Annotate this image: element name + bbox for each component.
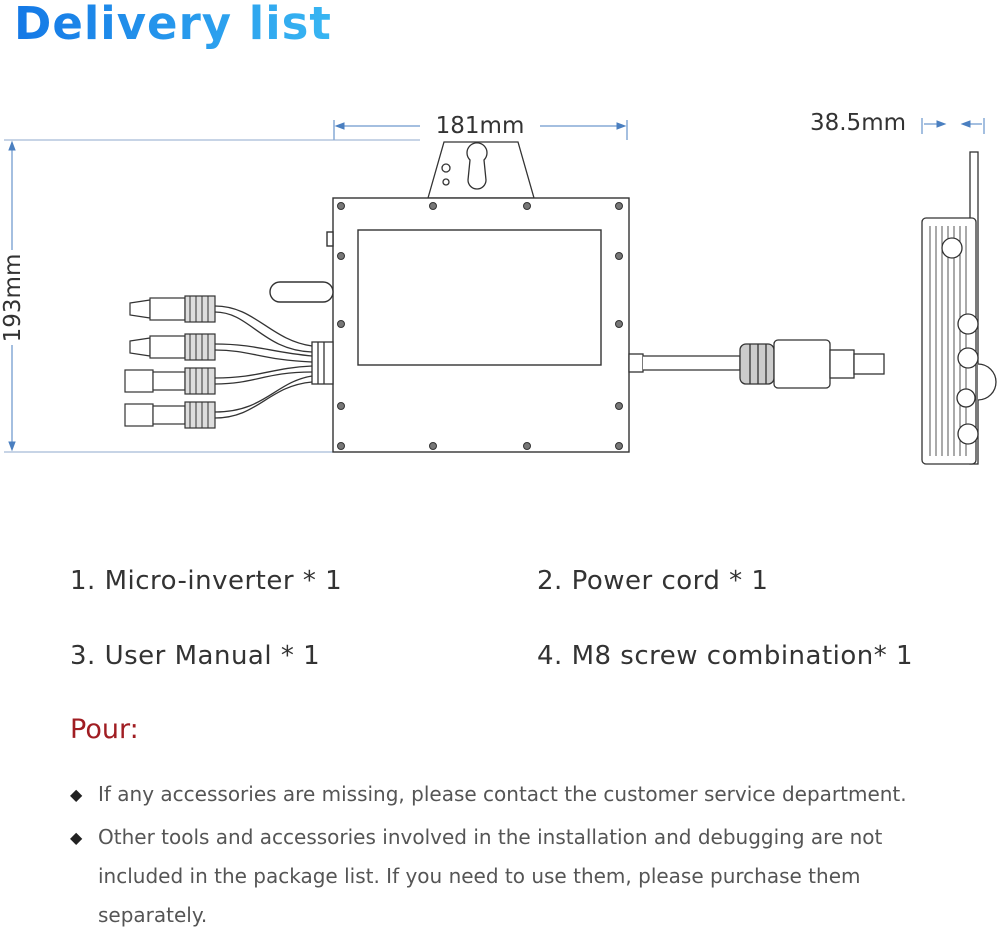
mounting-bracket bbox=[427, 141, 535, 199]
body-screws bbox=[337, 202, 623, 450]
note-text: Other tools and accessories involved in … bbox=[98, 825, 883, 927]
list-item-screw-combination: 4. M8 screw combination* 1 bbox=[537, 641, 914, 671]
ac-cable bbox=[628, 339, 885, 389]
connector-ribs bbox=[189, 296, 209, 428]
list-item-user-manual: 3. User Manual * 1 bbox=[70, 641, 321, 671]
height-dimension bbox=[4, 139, 420, 453]
diamond-bullet-icon: ◆ bbox=[70, 785, 83, 804]
dc-junction bbox=[311, 341, 334, 385]
note-heading: Pour: bbox=[70, 714, 139, 745]
inverter-drawing: 181mm 193mm 38.5mm bbox=[0, 110, 997, 465]
depth-label: 38.5mm bbox=[810, 110, 906, 136]
height-label: 193mm bbox=[0, 254, 26, 343]
note-item: ◆ Other tools and accessories involved i… bbox=[70, 818, 940, 935]
dc-cables bbox=[214, 305, 313, 419]
note-item: ◆ If any accessories are missing, please… bbox=[70, 775, 970, 814]
width-label: 181mm bbox=[436, 113, 525, 139]
page-title: Delivery list bbox=[14, 0, 332, 54]
inverter-body bbox=[269, 197, 630, 453]
side-view bbox=[921, 151, 997, 465]
note-text: If any accessories are missing, please c… bbox=[98, 782, 907, 806]
diamond-bullet-icon: ◆ bbox=[70, 828, 83, 847]
width-dimension bbox=[333, 120, 628, 140]
list-item-micro-inverter: 1. Micro-inverter * 1 bbox=[70, 566, 343, 596]
list-item-power-cord: 2. Power cord * 1 bbox=[537, 566, 769, 596]
depth-dimension bbox=[921, 118, 985, 134]
